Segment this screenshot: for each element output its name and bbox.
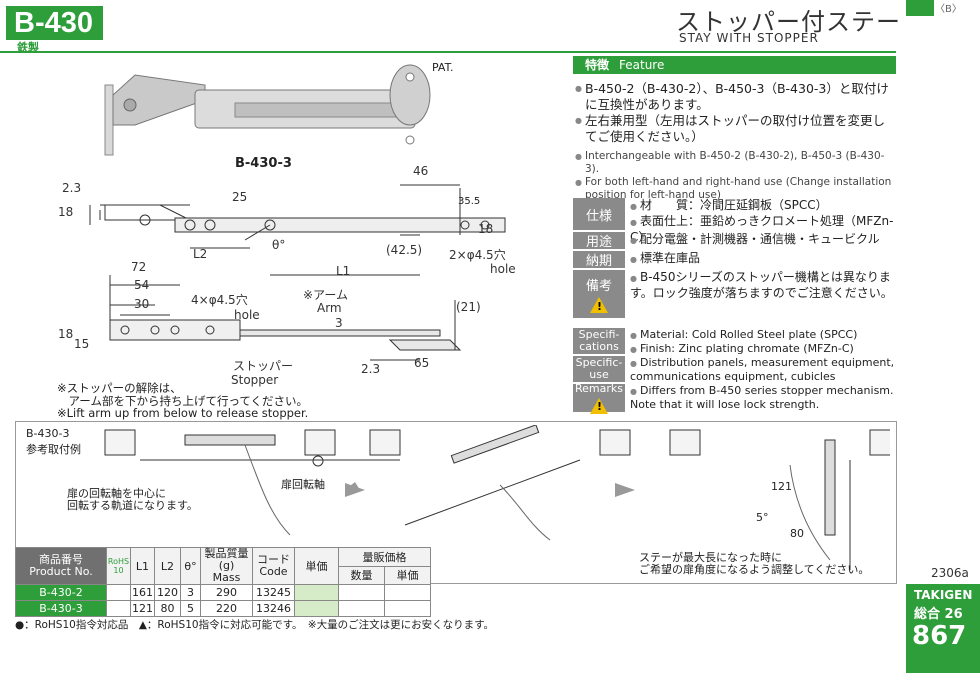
dim-l1: L1 <box>336 264 351 278</box>
mounting-note-3: ステーが最大長になった時に <box>639 551 782 564</box>
dim-121: 121 <box>771 480 792 493</box>
section-label: 〈B〉 <box>935 4 962 15</box>
sogo-label: 総合 <box>914 607 941 622</box>
dim-theta: θ° <box>272 238 286 252</box>
dim-72: 72 <box>131 260 147 274</box>
dim-21: (21) <box>456 300 481 314</box>
dim-65: 65 <box>414 356 430 370</box>
spec-row-delivery: 納期 ●標準在庫品 <box>573 251 896 269</box>
spec-row-use-en: Specific-use ●Distribution panels, measu… <box>573 356 896 383</box>
warning-icon-en <box>590 397 608 414</box>
dim-3: 3 <box>335 316 343 330</box>
spec-row-material: 仕様 ●材 質：冷間圧延鋼板（SPCC） ●表面仕上：亜鉛めっきクロメート処理（… <box>573 198 896 244</box>
delivery-value: 標準在庫品 <box>639 251 700 265</box>
arm-label-jp: ※アーム <box>303 288 348 302</box>
mounting-note-2: 回転する軌道になります。 <box>67 499 198 512</box>
delivery-label: 納期 <box>573 251 625 269</box>
dim-18-c: 18 <box>58 327 74 341</box>
mounting-diagram <box>104 425 890 570</box>
dim-42-5: (42.5) <box>386 243 423 257</box>
dim-18-a: 18 <box>58 205 74 219</box>
patent-mark: PAT. <box>432 61 454 74</box>
remark-value-en: Differs from B-450 series stopper mechan… <box>630 384 894 411</box>
mounting-note-4: ご希望の扉角度になるよう調整してください。 <box>639 563 870 576</box>
feature-en-1: Interchangeable with B-450-2 (B-430-2), … <box>575 150 897 176</box>
dim-18-b: 18 <box>478 222 494 236</box>
dim-35-5: 35.5 <box>458 196 481 207</box>
dim-5deg: 5° <box>756 511 769 524</box>
use-label: 用途 <box>573 232 625 250</box>
feature-jp-1: B-450-2（B-430-2）、B-450-3（B-430-3）と取付けに互換… <box>575 81 897 113</box>
spec-material-en: Material: Cold Rolled Steel plate (SPCC) <box>639 328 858 341</box>
dim-54: 54 <box>134 278 150 292</box>
brand-name: TAKIGEN <box>914 588 973 602</box>
use-label-en: Specific-use <box>573 356 625 382</box>
dim-25: 25 <box>232 190 248 204</box>
feature-list-jp: B-450-2（B-430-2）、B-450-3（B-430-3）と取付けに互換… <box>575 81 897 145</box>
holes-2-en: hole <box>490 262 516 276</box>
stopper-label-jp: ストッパー <box>233 359 294 373</box>
photo-caption: B-430-3 <box>235 156 292 171</box>
hinge-label: 扉回転軸 <box>281 478 325 491</box>
spec-finish: 表面仕上：亜鉛めっきクロメート処理（MFZn-C） <box>630 214 894 244</box>
spec-label-en: Specifi-cations <box>573 328 625 354</box>
use-value: 配分電盤・計測機器・通信機・キュービクル <box>639 232 880 246</box>
holes-4: 4×φ4.5穴 <box>191 293 248 307</box>
dim-30: 30 <box>134 297 150 311</box>
warning-icon <box>590 297 608 313</box>
dim-80: 80 <box>790 527 804 540</box>
section-tab <box>906 0 980 16</box>
note-1: ※ストッパーの解除は、 <box>57 381 182 395</box>
dim-l2: L2 <box>193 247 208 261</box>
material-label: 鉄製 <box>17 41 39 54</box>
dim-2-3-b: 2.3 <box>361 362 381 376</box>
spec-row-material-en: Specifi-cations ●Material: Cold Rolled S… <box>573 328 896 355</box>
mounting-label: B-430-3 <box>26 427 70 440</box>
mounting-note-1: 扉の回転軸を中心に <box>67 487 166 500</box>
holes-4-en: hole <box>234 308 260 322</box>
product-photo <box>104 64 431 156</box>
stopper-label-en: Stopper <box>231 373 279 387</box>
header-rule <box>0 51 896 53</box>
remark-label-en: Remarks <box>575 381 623 395</box>
note-3: ※Lift arm up from below to release stopp… <box>57 406 309 420</box>
catalog-code: 2306a <box>931 566 969 580</box>
use-value-en: Distribution panels, measurement equipme… <box>630 356 895 383</box>
dim-2-3: 2.3 <box>62 181 82 195</box>
dim-15: 15 <box>74 337 90 351</box>
spec-finish-en: Finish: Zinc plating chromate (MFZn-C) <box>639 342 854 355</box>
arm-label-en: Arm <box>317 301 342 315</box>
page-title: ストッパー付ステー <box>676 8 901 36</box>
feature-jp-2: 左右兼用型（左用はストッパーの取付け位置を変更してご使用ください。） <box>575 113 897 145</box>
mounting-sublabel: 参考取付例 <box>26 443 81 456</box>
mounting-example <box>15 421 897 584</box>
technical-drawing <box>89 184 506 361</box>
note-2: アーム部を下から持ち上げて行ってください。 <box>57 394 309 408</box>
spec-row-remark: 備考 ●B-450シリーズのストッパー機構とは異なります。ロック強度が落ちますの… <box>573 270 896 318</box>
feature-list-en: Interchangeable with B-450-2 (B-430-2), … <box>575 150 897 202</box>
brand-block: TAKIGEN 総合 26 867 <box>906 584 980 673</box>
page-number: 867 <box>912 621 967 651</box>
dim-46: 46 <box>413 164 429 178</box>
spec-row-remark-en: Remarks ●Differs from B-450 series stopp… <box>573 381 896 414</box>
page-subtitle: STAY WITH STOPPER <box>679 31 819 45</box>
product-number: B-430 <box>6 6 103 40</box>
remark-value: B-450シリーズのストッパー機構とは異なります。ロック強度が落ちますのでご注意… <box>630 270 893 300</box>
spec-row-use: 用途 ●配分電盤・計測機器・通信機・キュービクル <box>573 232 896 250</box>
table-row: B-430-2 161 120 3 290 13245 <box>15 584 431 601</box>
spec-material: 材 質：冷間圧延鋼板（SPCC） <box>639 198 828 212</box>
spec-label: 仕様 <box>573 198 625 230</box>
table-legend: ●：RoHS10指令対応品 ▲：RoHS10指令に対応可能です。 ※大量のご注文… <box>15 619 495 631</box>
remark-label: 備考 <box>585 279 612 294</box>
sogo-number: 26 <box>944 607 963 622</box>
holes-2: 2×φ4.5穴 <box>449 248 506 262</box>
table-row: B-430-3 121 80 5 220 13246 <box>15 600 431 617</box>
